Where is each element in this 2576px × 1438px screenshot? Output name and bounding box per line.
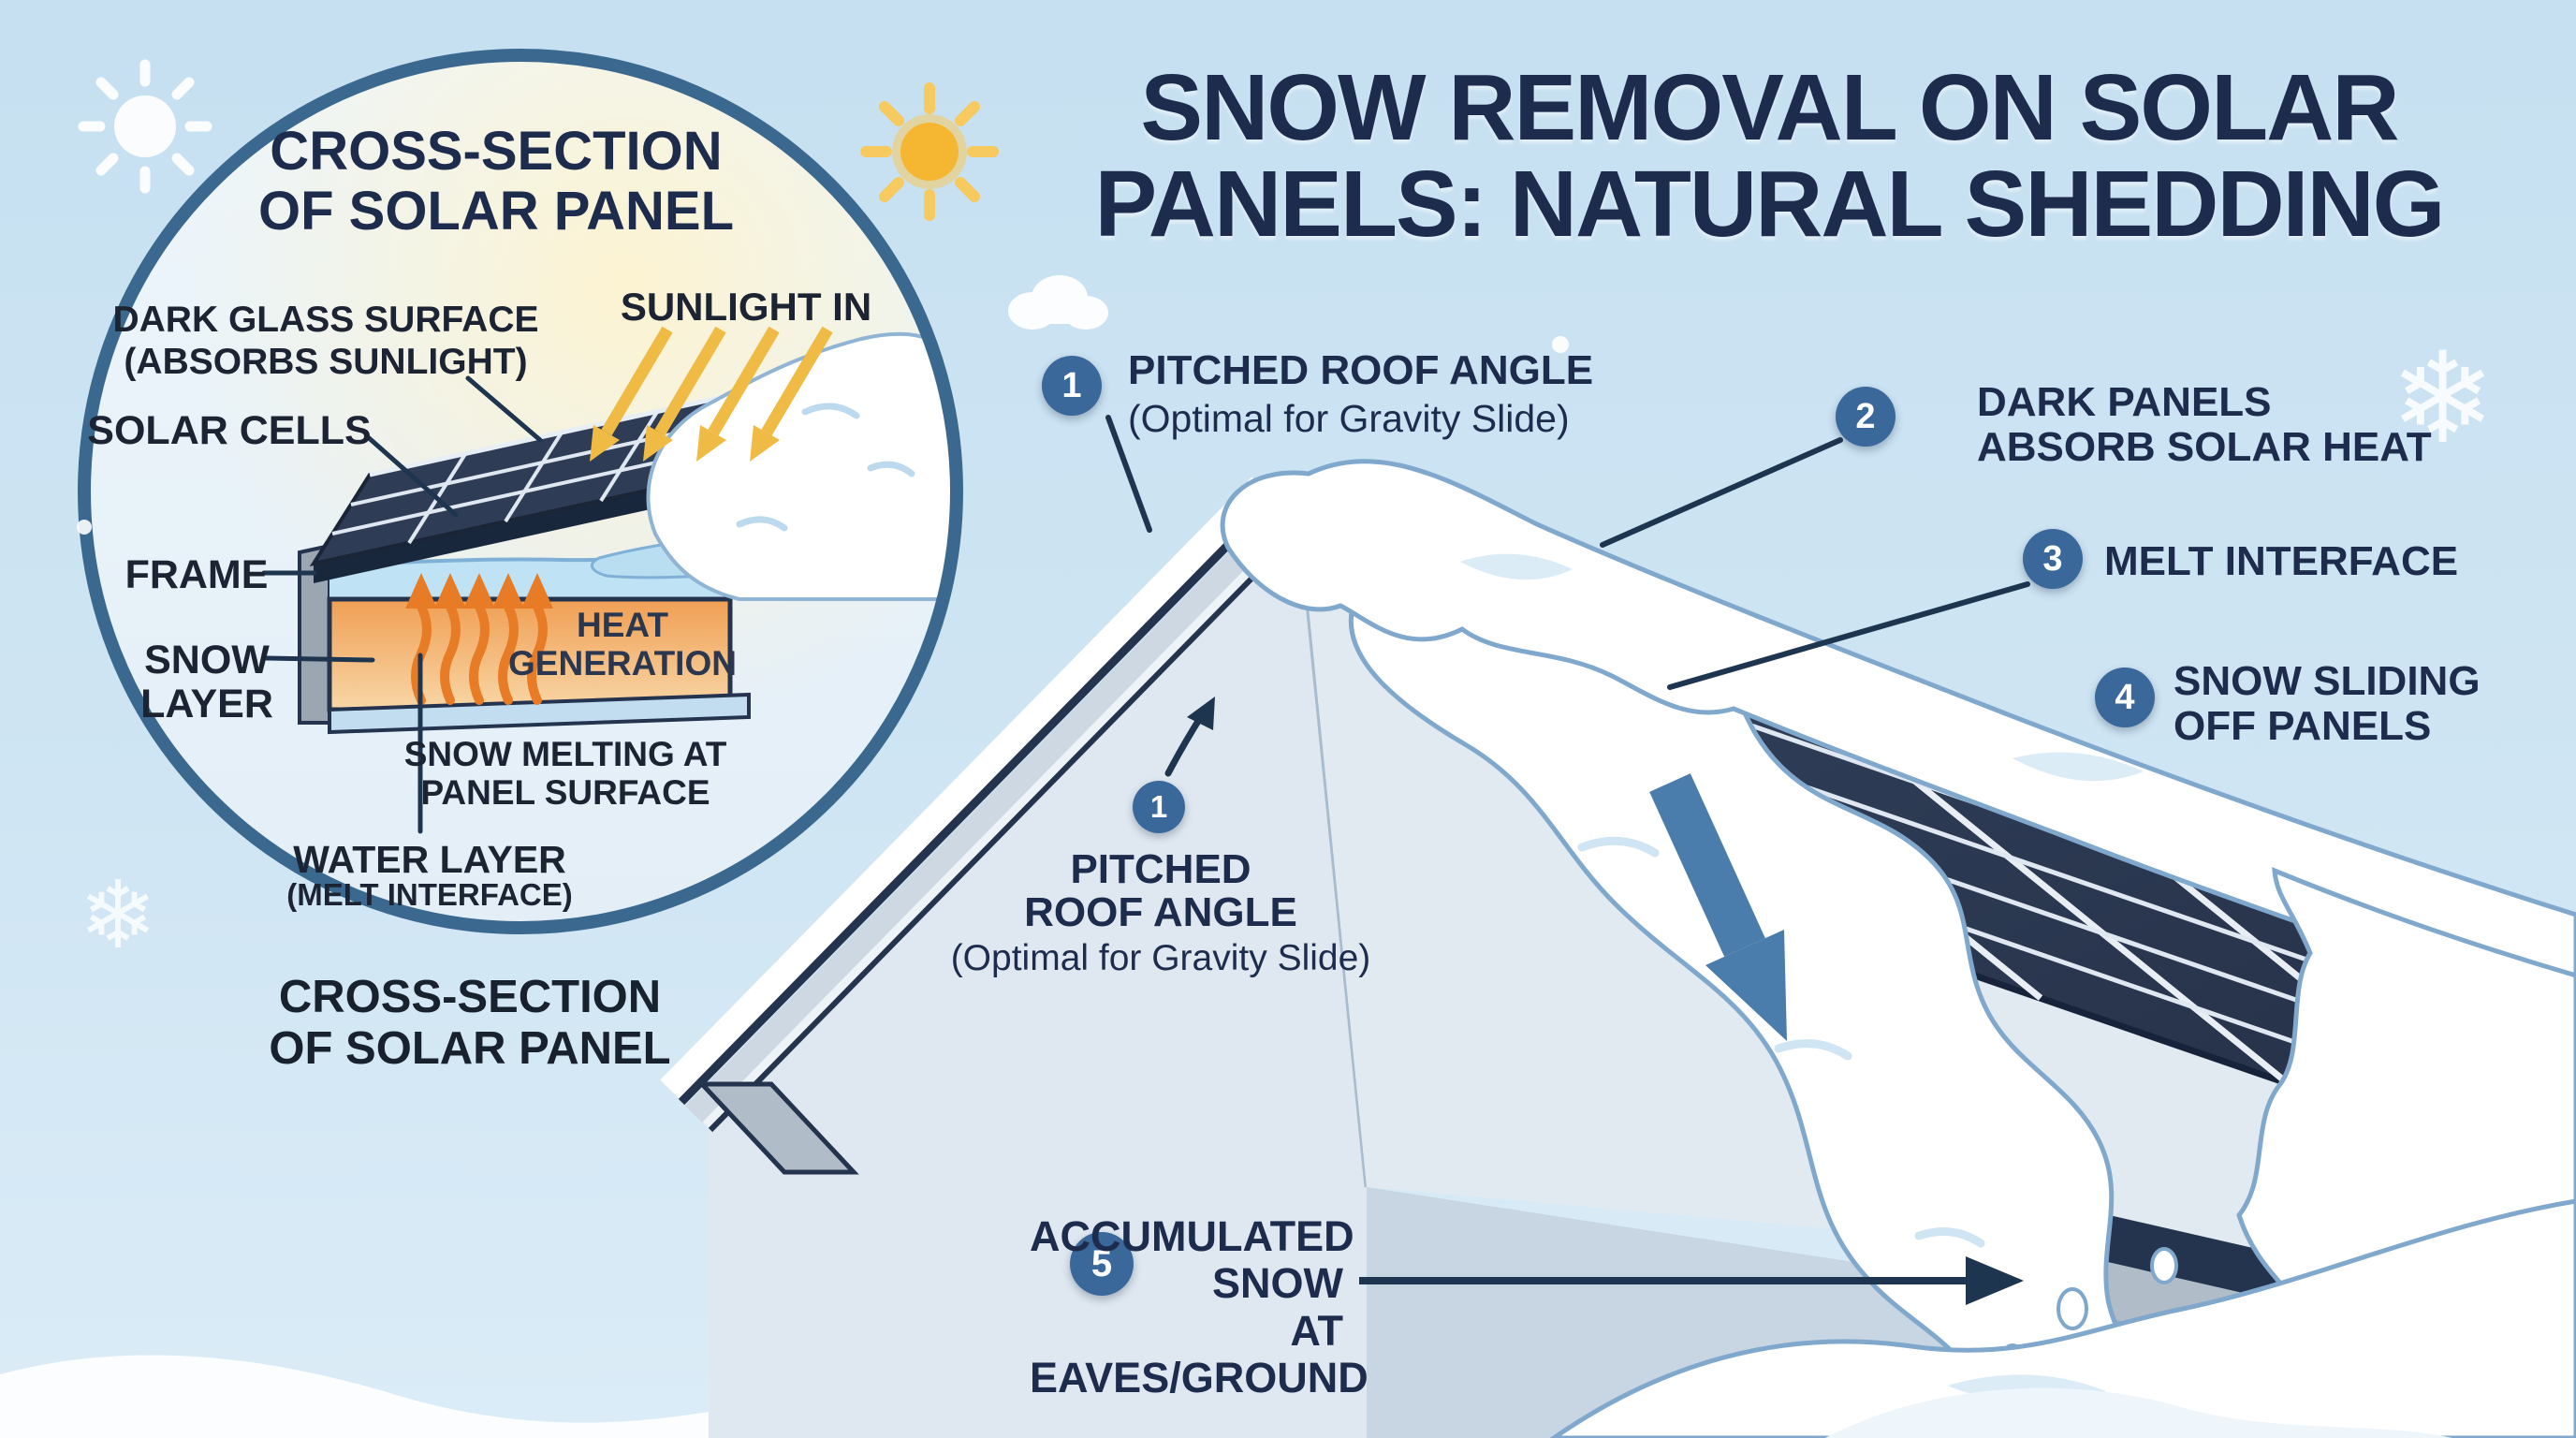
callout-4-label: SNOW SLIDING OFF PANELS (2174, 658, 2481, 749)
snowflake-icon: ❄ (2390, 328, 2496, 469)
page-title: SNOW REMOVAL ON SOLAR PANELS: NATURAL SH… (1094, 55, 2446, 257)
label-heat-generation: HEAT GENERATION (508, 606, 737, 682)
yellow-sun-icon (860, 82, 999, 221)
label-sunlight-in: SUNLIGHT IN (620, 285, 872, 329)
leader-callout-1 (1105, 415, 1152, 533)
callout-2-number: 2 (1855, 396, 1876, 436)
callout-1-number: 1 (1061, 365, 1082, 405)
callout-1-label: PITCHED ROOF ANGLE (1128, 347, 1594, 393)
label-water-layer-sub: (MELT INTERFACE) (286, 877, 573, 912)
callout-2-label: DARK PANELS ABSORB SOLAR HEAT (1977, 379, 2432, 470)
label-snow-melting: SNOW MELTING AT PANEL SURFACE (403, 735, 727, 812)
inset-water-layer (329, 536, 760, 599)
inset-caption: CROSS-SECTION OF SOLAR PANEL (269, 972, 671, 1074)
callout-5-badge: 5 (1070, 1232, 1134, 1296)
eaves-arrow (1359, 1256, 2024, 1305)
leader-lines (1105, 415, 2030, 690)
callout-5-label: ACCUMULATED SNOW AT EAVES/GROUND (1030, 1212, 1368, 1402)
snow-dot (1552, 336, 1569, 353)
inset-heading: CROSS-SECTION OF SOLAR PANEL (257, 121, 735, 242)
inset-circle-ring (78, 49, 963, 934)
slide-direction-arrow (1649, 773, 1787, 1041)
callout-1-badge: 1 (1042, 356, 1102, 416)
callout-3-label: MELT INTERFACE (2104, 538, 2459, 584)
inset-bottom-layer (328, 692, 751, 735)
label-dark-glass-surface: DARK GLASS SURFACE (ABSORBS SUNLIGHT) (112, 300, 539, 382)
callout-5-number: 5 (1090, 1242, 1113, 1284)
roof-annotation-badge: 1 (1133, 781, 1185, 833)
white-sun-icon (78, 59, 212, 194)
heat-arrows (405, 573, 553, 705)
left-eave-soffit (696, 1081, 859, 1175)
ground-snow-left (0, 1355, 709, 1438)
callout-3-number: 3 (2042, 538, 2063, 579)
roof-annotation-label: PITCHED ROOF ANGLE (1024, 846, 1297, 936)
leader-callout-2 (1600, 437, 1843, 548)
left-roof-edge (660, 477, 1305, 1175)
snowflake-icon: ❄ (79, 863, 157, 968)
roof-annotation: PITCHED ROOF ANGLE (Optimal for Gravity … (871, 846, 1451, 979)
inset-leader-lines (261, 375, 543, 834)
callout-3-badge: 3 (2023, 529, 2083, 589)
house (660, 477, 2340, 1438)
callout-1-sub: (Optimal for Gravity Slide) (1128, 396, 1570, 440)
roof-annotation-number: 1 (1149, 789, 1168, 824)
ground-snow-right (1549, 1198, 2576, 1438)
label-frame: FRAME (124, 552, 269, 597)
roof-annotation-sub: (Optimal for Gravity Slide) (950, 938, 1371, 979)
callout-4-number: 4 (2115, 677, 2135, 717)
callout-1: PITCHED ROOF ANGLE (Optimal for Gravity … (1128, 348, 1593, 441)
leader-callout-3 (1667, 581, 2030, 690)
wall-corner-line (1297, 528, 1369, 1188)
label-snow-layer: SNOW LAYER (140, 638, 273, 727)
callout-4-badge: 4 (2095, 668, 2155, 727)
roof-angle-curved-arrow (1164, 697, 1215, 777)
house-front-wall (709, 529, 1367, 1438)
inset-cross-section (78, 49, 963, 934)
snow-dot (77, 520, 92, 535)
label-water-layer: WATER LAYER (293, 838, 566, 881)
label-solar-cells: SOLAR CELLS (87, 408, 372, 453)
sunlight-arrows (590, 326, 833, 462)
callout-2-badge: 2 (1836, 387, 1895, 447)
cloud-icon (1008, 275, 1108, 330)
